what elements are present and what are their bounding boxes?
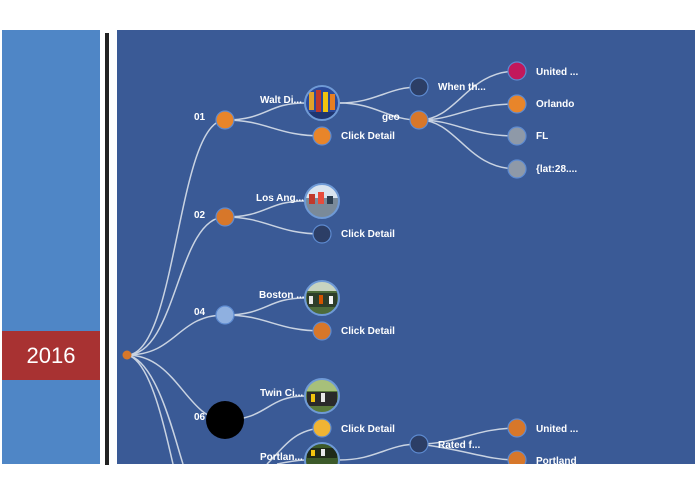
link-root-04 <box>126 314 226 356</box>
click-detail-node-3[interactable] <box>312 321 332 341</box>
link-geo-latlng <box>418 119 518 170</box>
link-walt-geo <box>338 102 420 121</box>
branch-node-04[interactable] <box>215 305 235 325</box>
tree-canvas[interactable]: 01 02 04 06 Walt Di... Click Detail When… <box>117 30 695 464</box>
click-detail-node-4[interactable] <box>312 418 332 438</box>
link-01-walt <box>224 102 306 121</box>
click-detail-node-1[interactable] <box>312 126 332 146</box>
when-node[interactable] <box>409 77 429 97</box>
latlng-label: {lat:28.... <box>536 164 577 175</box>
panel-divider <box>105 33 109 465</box>
link-walt-when <box>338 86 420 104</box>
link-root-extra-1 <box>126 354 184 464</box>
thumbnail-portland[interactable] <box>304 442 340 464</box>
link-root-extra-2 <box>126 354 174 464</box>
node-label-boston: Boston ... <box>259 290 305 301</box>
branch-node-02[interactable] <box>215 207 235 227</box>
link-root-01 <box>126 119 226 356</box>
link-root-02 <box>126 216 226 356</box>
portland-label: Portland <box>536 456 577 464</box>
thumbnail-walt-disney[interactable] <box>304 85 340 121</box>
link-06-portland <box>276 459 306 464</box>
latlng-node[interactable] <box>507 159 527 179</box>
branch-label-01: 01 <box>194 112 206 123</box>
click-detail-label-1[interactable]: Click Detail <box>341 131 395 142</box>
orlando-node[interactable] <box>507 94 527 114</box>
link-geo-united <box>418 70 518 121</box>
geo-node[interactable] <box>409 110 429 130</box>
year-badge[interactable]: 2016 <box>2 331 100 380</box>
united-label-1: United ... <box>536 67 578 78</box>
click-detail-label-2[interactable]: Click Detail <box>341 229 395 240</box>
united-label-2: United ... <box>536 424 578 435</box>
link-04-boston <box>224 297 306 316</box>
rated-label: Rated f... <box>438 440 480 451</box>
timeline-panel <box>2 30 100 464</box>
click-detail-label-3[interactable]: Click Detail <box>341 326 395 337</box>
portland-node[interactable] <box>507 450 527 464</box>
branch-node-01[interactable] <box>215 110 235 130</box>
orlando-label: Orlando <box>536 99 574 110</box>
branch-node-06[interactable] <box>206 401 244 439</box>
click-detail-label-4[interactable]: Click Detail <box>341 424 395 435</box>
link-01-detail <box>224 119 323 137</box>
link-rated-united <box>418 427 518 445</box>
branch-label-06: 06 <box>194 412 206 423</box>
link-02-la <box>224 200 306 218</box>
node-label-twin-cities: Twin Ci... <box>260 388 303 399</box>
node-label-los-angeles: Los Ang... <box>256 193 304 204</box>
link-04-detail <box>224 314 323 332</box>
fl-label: FL <box>536 131 548 142</box>
geo-label: geo <box>382 112 400 123</box>
link-geo-orlando <box>418 103 518 121</box>
thumbnail-twin-cities[interactable] <box>304 378 340 414</box>
thumbnail-boston[interactable] <box>304 280 340 316</box>
click-detail-node-2[interactable] <box>312 224 332 244</box>
node-label-portland: Portlan... <box>260 452 303 463</box>
fl-node[interactable] <box>507 126 527 146</box>
link-02-detail <box>224 216 323 235</box>
link-portland-rated <box>338 443 420 461</box>
rated-node[interactable] <box>409 434 429 454</box>
when-label: When th... <box>438 82 486 93</box>
branch-label-04: 04 <box>194 307 206 318</box>
united-node-1[interactable] <box>507 61 527 81</box>
node-label-walt-disney: Walt Di... <box>260 95 302 106</box>
root-node[interactable] <box>122 350 132 360</box>
united-node-2[interactable] <box>507 418 527 438</box>
thumbnail-los-angeles[interactable] <box>304 183 340 219</box>
branch-label-02: 02 <box>194 210 206 221</box>
tree-svg: 01 02 04 06 Walt Di... Click Detail When… <box>122 61 578 464</box>
link-geo-fl <box>418 119 518 137</box>
